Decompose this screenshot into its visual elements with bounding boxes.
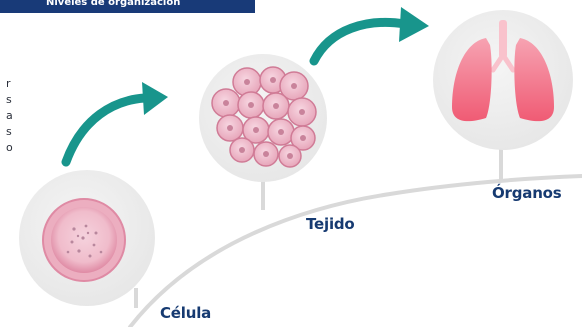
organs-stage-circle xyxy=(433,10,573,180)
stage-label-cell: Célula xyxy=(160,304,211,322)
arrow-tissue-to-organs xyxy=(314,22,405,61)
arrow-cell-to-tissue-head xyxy=(142,82,168,115)
cell-stem xyxy=(134,288,138,308)
arrow-cell-to-tissue xyxy=(66,98,145,162)
stage-label-tissue: Tejido xyxy=(306,215,355,233)
arrow-tissue-to-organs-head xyxy=(399,7,429,42)
tissue-stage-circle xyxy=(199,54,327,210)
cell-stage-circle xyxy=(19,170,155,308)
stage-label-organs: Órganos xyxy=(492,184,562,202)
cell-icon xyxy=(43,199,125,281)
